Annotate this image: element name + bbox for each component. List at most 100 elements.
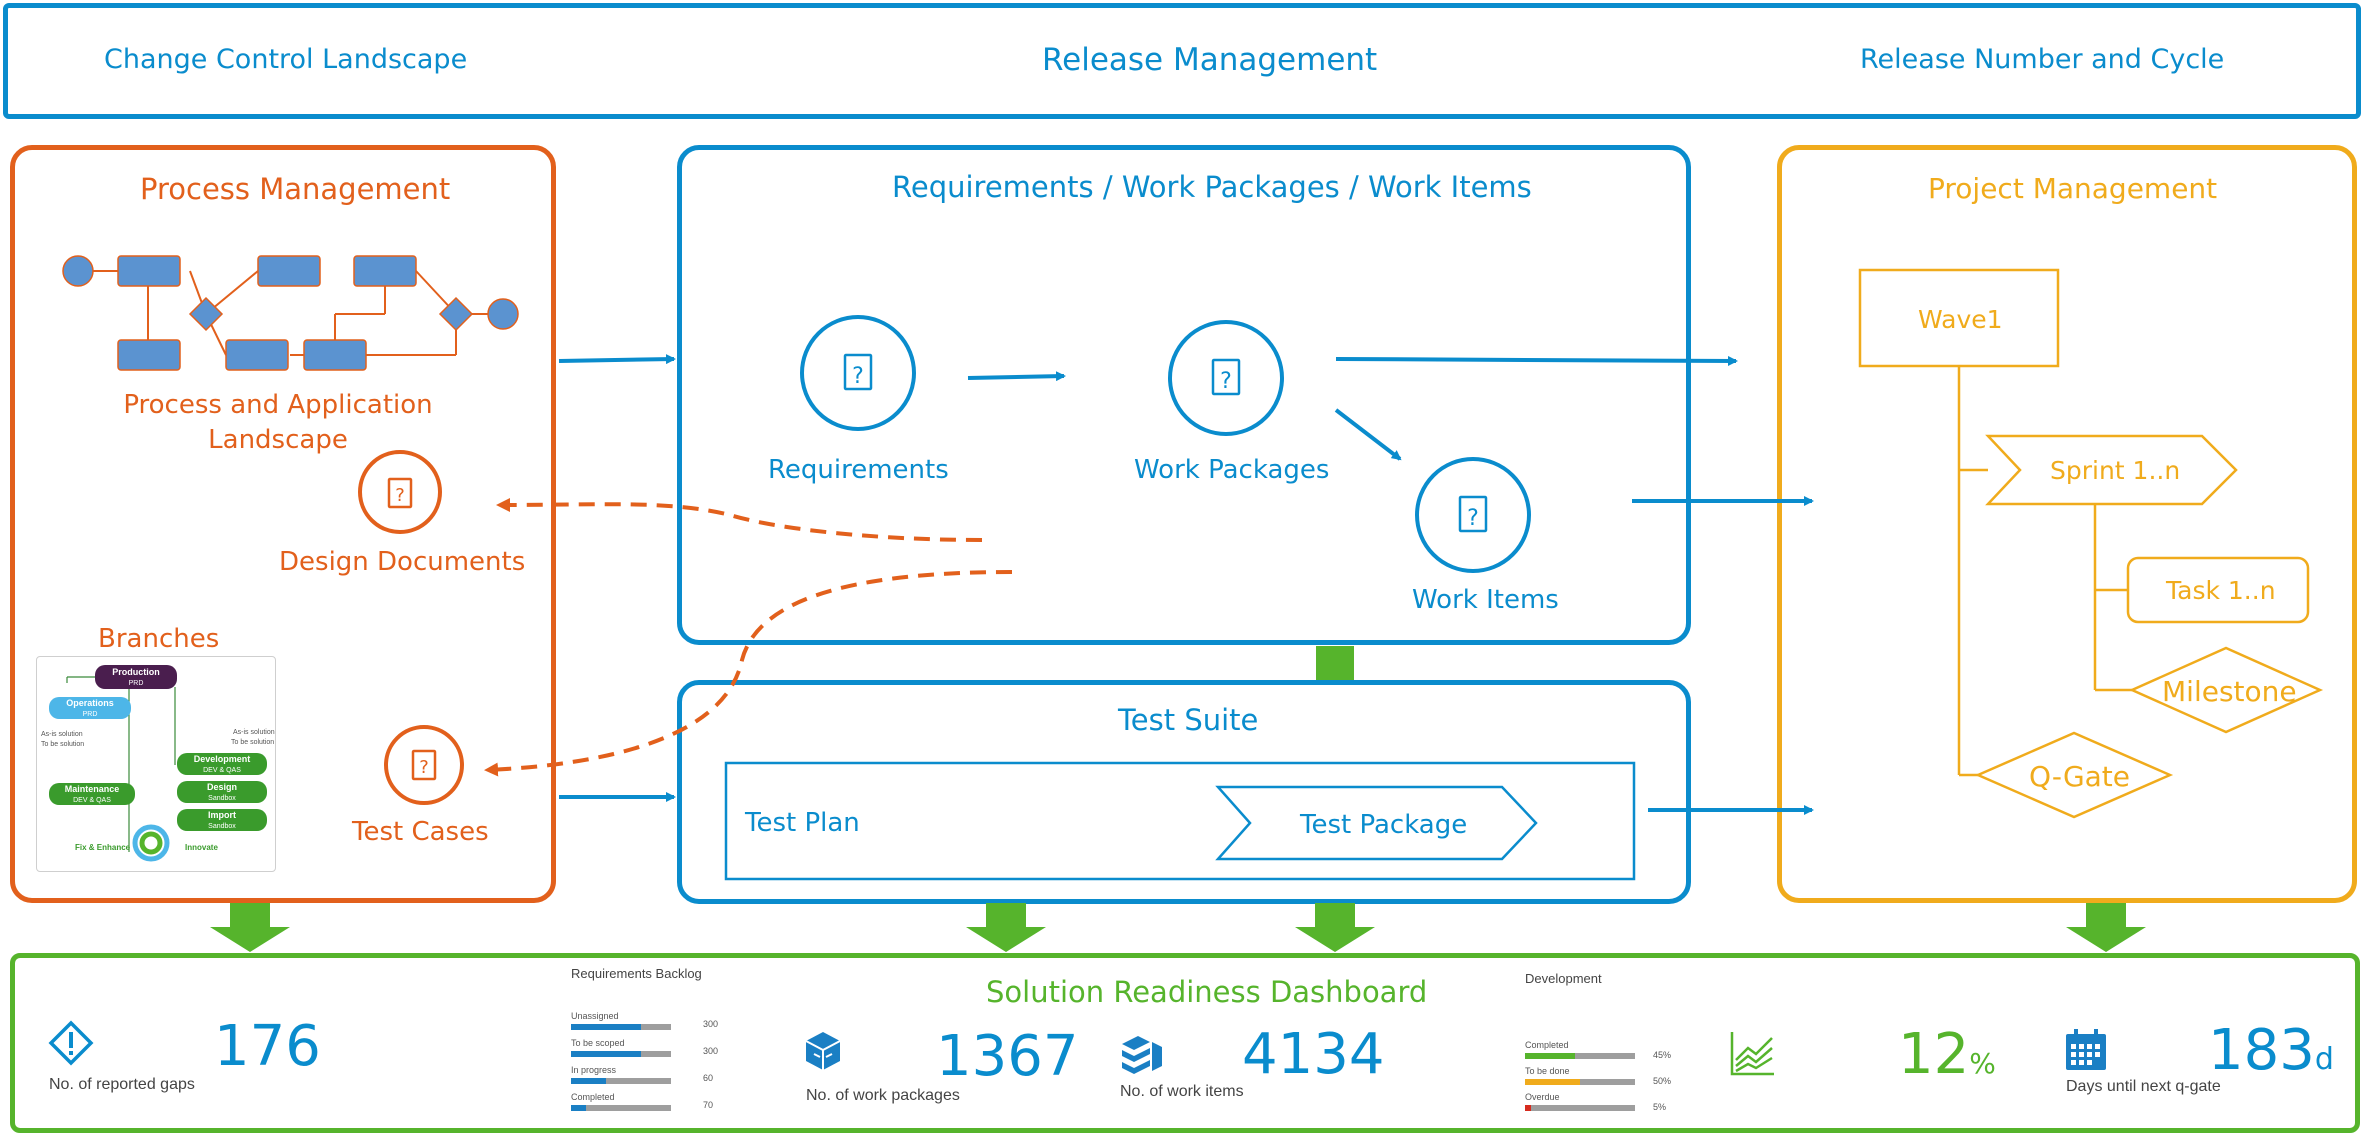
branch-development-label: Development [193,754,251,764]
arrow-req-to-wp [967,371,1066,382]
trend-chart-icon [1730,1032,1774,1076]
dashed-link-test-cases [484,570,1013,777]
process-task [225,339,289,371]
backlog-bar-fill [571,1105,586,1111]
question-doc-icon [843,353,1488,533]
branches-title: Branches [98,624,220,654]
development-bar-fill [1525,1053,1575,1059]
gateway [188,296,224,332]
backlog-row-label: Completed [571,1092,615,1102]
branches-connectors [66,676,176,862]
test-plan-label: Test Plan [745,808,860,838]
backlog-row-label: Unassigned [571,1011,619,1021]
svg-text:?: ? [1467,506,1479,531]
gaps-label: No. of reported gaps [49,1076,195,1093]
svg-text:?: ? [419,757,429,778]
qgate-diamond [1974,731,2174,819]
gaps-value: 176 [214,1014,321,1079]
percent-unit: % [1969,1047,1996,1080]
requirements-panel [677,145,1691,645]
branch-development-sub: DEV & QAS [203,767,241,774]
dashboard-title: Solution Readiness Dashboard [986,975,1428,1009]
cube-icon [805,1032,841,1070]
question-doc-icon [387,477,413,509]
days-label: Days until next q-gate [2066,1078,2221,1095]
work-packages-value: 1367 [936,1024,1079,1089]
test-suite-panel [677,680,1691,904]
design-documents-circle [358,450,442,534]
backlog-bar [571,1105,671,1111]
work-items-circle [1415,457,1531,573]
percent-value: 12% [1898,1022,1996,1087]
branch-to-be-2: To be solution [231,739,275,746]
development-row-label: Completed [1525,1040,1569,1050]
svg-text:?: ? [852,364,864,389]
branch-production-label: Production [112,667,160,677]
task-box [2126,556,2310,624]
test-plan-box [724,761,1636,881]
project-tree [1858,268,2324,819]
project-management-panel [1777,145,2357,903]
test-package-chevron [1215,785,1538,861]
design-documents-label: Design Documents [279,547,526,577]
development-row-label: Overdue [1525,1092,1560,1102]
branch-production: Production PRD [95,665,177,689]
backlog-title: Requirements Backlog [571,966,702,981]
test-cases-label: Test Cases [352,817,489,847]
wave-label: Wave1 [1918,305,2003,334]
requirements-circle [800,315,916,431]
branch-maintenance: Maintenance DEV & QAS [49,783,135,805]
header-bar [3,3,2361,119]
svg-text:?: ? [395,485,405,506]
development-row-label: To be done [1525,1066,1570,1076]
branch-import: Import Sandbox [177,809,267,831]
calendar-icon [2066,1029,2106,1070]
development-row-value: 45% [1653,1050,1672,1060]
backlog-row-value: 300 [703,1019,719,1029]
start-event [62,255,94,287]
test-package-label: Test Package [1300,810,1468,840]
development-bar [1525,1079,1635,1085]
svg-text:?: ? [1220,369,1232,394]
milestone-diamond [2128,646,2324,734]
header-release-number: Release Number and Cycle [1860,44,2225,75]
test-cases-circle [384,725,464,805]
branch-design: Design Sandbox [177,781,267,803]
branch-as-is-2: As-is solution [233,729,275,736]
branch-as-is-1: As-is solution [41,731,83,738]
days-value: 183d [2208,1018,2334,1083]
branch-design-label: Design [206,782,237,792]
branch-fix-enhance: Fix & Enhance [75,843,131,852]
branch-innovate: Innovate [185,843,218,852]
percent-number: 12 [1898,1022,1970,1087]
sprint-chevron [1985,434,2238,506]
header-release-management: Release Management [1042,42,1378,78]
process-task [353,255,417,287]
project-management-title: Project Management [1928,172,2218,205]
work-packages-circle [1168,320,1284,436]
branches-thumbnail: Production PRD Operations PRD As-is solu… [36,656,276,872]
branch-maintenance-sub: DEV & QAS [73,797,111,804]
process-flow-shapes [62,255,519,371]
header-change-control: Change Control Landscape [104,44,468,75]
milestone-label: Milestone [2162,675,2297,708]
stack-icon [1122,1036,1162,1074]
backlog-row-value: 60 [703,1073,714,1083]
process-landscape-label: Process and Application Landscape [123,390,433,455]
development-bar [1525,1053,1635,1059]
branch-import-sub: Sandbox [208,823,236,830]
requirements-label: Requirements [768,455,949,485]
green-connector [1316,646,1354,680]
branch-to-be-1: To be solution [41,741,85,748]
arrow-wp-to-wi [1334,408,1402,461]
process-task [117,255,181,287]
question-doc-icon [411,749,437,781]
backlog-row-label: In progress [571,1065,617,1075]
work-items-value: 4134 [1242,1022,1385,1087]
gap-diamond-icon [48,1020,94,1066]
test-suite-title: Test Suite [1118,703,1259,737]
branch-production-sub: PRD [128,680,144,687]
dashed-link-design-docs [496,497,983,542]
branch-import-label: Import [208,810,236,820]
